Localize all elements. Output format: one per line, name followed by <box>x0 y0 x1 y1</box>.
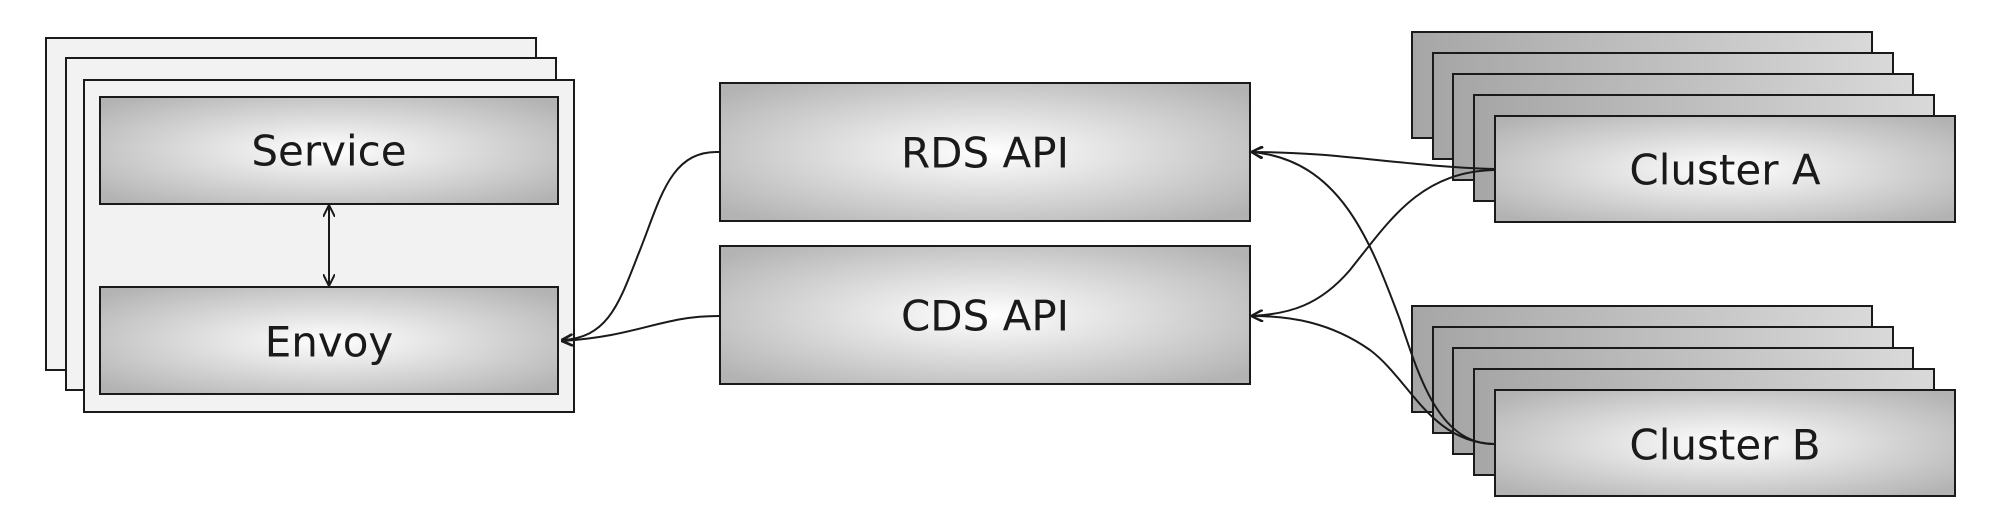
cds-api-box: CDS API <box>719 245 1251 385</box>
rds-to-envoy-connector <box>562 150 720 340</box>
cluster-a-to-rds-connector <box>1252 152 1495 170</box>
cluster-b-front <box>1494 389 1956 497</box>
cluster-b-to-rds-connector <box>1252 152 1495 445</box>
rds-api-box: RDS API <box>719 82 1251 222</box>
service-box: Service <box>99 96 559 205</box>
cluster-b-label: Cluster B <box>1629 421 1820 470</box>
cds-to-envoy-connector <box>562 315 720 341</box>
cluster-a-stack: Cluster A <box>1411 31 1956 223</box>
cluster-a-front <box>1494 115 1956 223</box>
envoy-box: Envoy <box>99 286 559 395</box>
cluster-b-stack: Cluster B <box>1411 305 1956 497</box>
connectors <box>562 150 1495 445</box>
cds-api-label: CDS API <box>901 292 1069 341</box>
service-label: Service <box>251 127 406 176</box>
cluster-a-to-cds-connector <box>1252 169 1495 316</box>
rds-api-label: RDS API <box>901 129 1069 178</box>
cluster-b-to-cds-connector <box>1252 316 1495 445</box>
envoy-label: Envoy <box>265 318 394 367</box>
cluster-a-label: Cluster A <box>1629 146 1820 195</box>
